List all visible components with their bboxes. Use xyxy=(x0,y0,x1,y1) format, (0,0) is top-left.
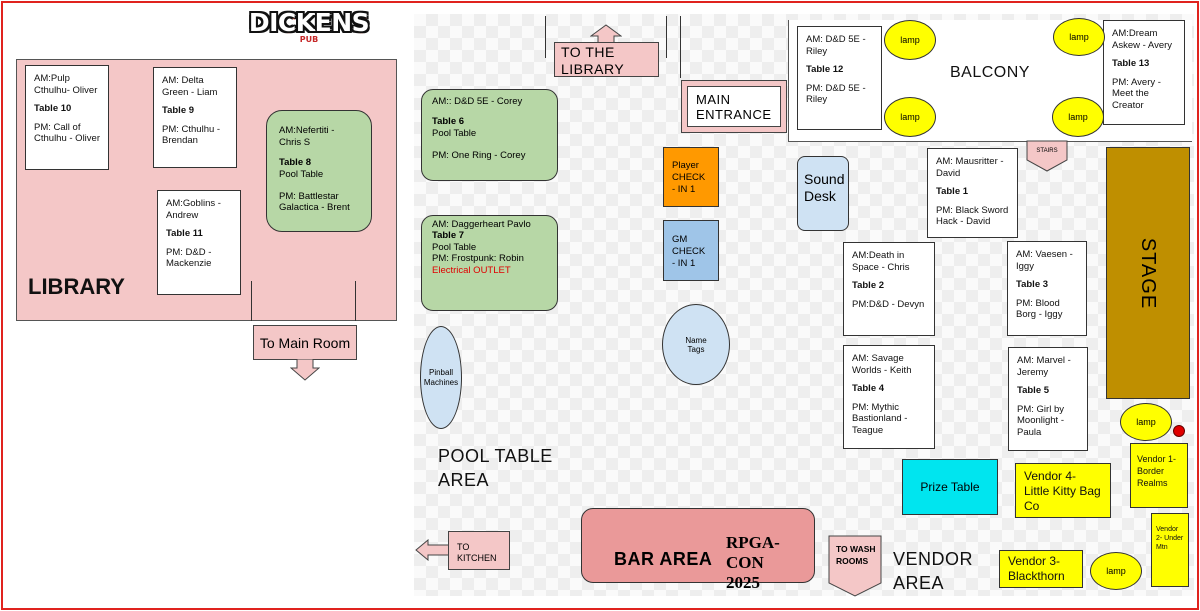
to-washrooms-label: TO WASH ROOMS xyxy=(836,544,876,566)
lamp-balcony-1: lamp xyxy=(884,20,936,60)
vendor-1[interactable]: Vendor 1- Border Realms xyxy=(1130,443,1188,508)
table-8-card[interactable]: AM:Nefertiti - Chris S Table 8 Pool Tabl… xyxy=(266,110,372,232)
red-marker-dot xyxy=(1173,425,1185,437)
washrooms-arrow-icon xyxy=(828,535,882,597)
vendor-3[interactable]: Vendor 3- Blackthorn xyxy=(999,550,1083,588)
table-3-card[interactable]: AM: Vaesen - Iggy Table 3 PM: Blood Borg… xyxy=(1007,241,1087,336)
table-2-card[interactable]: AM:Death in Space - Chris Table 2 PM:D&D… xyxy=(843,242,935,336)
library-door-right xyxy=(355,281,356,321)
table-11-card[interactable]: AM:Goblins - Andrew Table 11 PM: D&D - M… xyxy=(157,190,241,295)
pool-table-area-label: POOL TABLE AREA xyxy=(438,446,553,490)
table-10-card[interactable]: AM:Pulp Cthulhu- Oliver Table 10 PM: Cal… xyxy=(25,65,109,170)
lamp-balcony-3: lamp xyxy=(884,97,936,137)
bar-area: BAR AREA RPGA-CON 2025 xyxy=(581,508,815,592)
pinball-machines: Pinball Machines xyxy=(420,326,462,429)
bar-area-label: BAR AREA xyxy=(614,549,713,569)
table-13-card[interactable]: AM:Dream Askew - Avery Table 13 PM: Aver… xyxy=(1103,20,1185,125)
vendor-2[interactable]: Vendor 2- Under Mtn xyxy=(1151,513,1189,587)
stairs-label: STAIRS xyxy=(1036,148,1058,154)
vendor-1-label: Vendor 1- Border Realms xyxy=(1137,454,1177,488)
table-7-card[interactable]: AM: Daggerheart Pavlo Table 7 Pool Table… xyxy=(421,215,558,311)
electrical-outlet-note: Electrical OUTLET xyxy=(432,264,511,276)
left-arrow-icon xyxy=(415,539,451,561)
gm-checkin-label: GM CHECK - IN 1 xyxy=(672,234,706,269)
gm-checkin[interactable]: GM CHECK - IN 1 xyxy=(663,220,719,281)
to-main-room-sign[interactable]: To Main Room xyxy=(253,325,357,360)
vendor-4-label: Vendor 4- Little Kitty Bag Co xyxy=(1024,469,1101,513)
table-1-card[interactable]: AM: Mausritter - David Table 1 PM: Black… xyxy=(927,148,1018,238)
sound-desk: Sound Desk xyxy=(797,156,849,231)
vendor-4[interactable]: Vendor 4- Little Kitty Bag Co xyxy=(1015,463,1111,518)
stairs-arrow-icon xyxy=(1026,140,1068,172)
to-kitchen-sign[interactable]: TO KITCHEN xyxy=(448,531,510,570)
stage-label: STAGE xyxy=(1137,237,1160,309)
name-tags-label: Name Tags xyxy=(685,335,707,354)
logo-main: DICKENS xyxy=(248,8,370,37)
lamp-balcony-4: lamp xyxy=(1052,97,1104,137)
table-12-card[interactable]: AM: D&D 5E - Riley Table 12 PM: D&D 5E -… xyxy=(797,26,882,130)
to-the-library-label: TO THE LIBRARY xyxy=(561,44,625,77)
balcony-label: BALCONY xyxy=(950,64,1030,81)
library-label: LIBRARY xyxy=(28,274,125,299)
logo-sub: PUB xyxy=(299,35,319,44)
wall-segment xyxy=(545,16,546,58)
lamp-vendor: lamp xyxy=(1090,552,1142,590)
table-5-card[interactable]: AM: Marvel - Jeremy Table 5 PM: Girl by … xyxy=(1008,347,1088,451)
vendor-2-label: Vendor 2- Under Mtn xyxy=(1156,526,1184,551)
wall-segment xyxy=(680,16,681,78)
prize-table: Prize Table xyxy=(902,459,998,515)
up-arrow-icon xyxy=(590,24,622,44)
player-checkin[interactable]: Player CHECK - IN 1 xyxy=(663,147,719,207)
name-tags: Name Tags xyxy=(662,304,730,385)
main-entrance-label: MAIN ENTRANCE xyxy=(696,91,772,122)
prize-table-label: Prize Table xyxy=(920,480,980,494)
vendor-area-label: VENDOR AREA xyxy=(893,549,974,593)
dickens-pub-logo: DICKENS PUB xyxy=(248,8,370,52)
player-checkin-label: Player CHECK - IN 1 xyxy=(672,160,706,195)
pinball-label: Pinball Machines xyxy=(423,367,459,387)
to-kitchen-label: TO KITCHEN xyxy=(457,542,497,563)
table-9-card[interactable]: AM: Delta Green - Liam Table 9 PM: Cthul… xyxy=(153,67,237,168)
stage: STAGE xyxy=(1106,147,1190,399)
table-4-card[interactable]: AM: Savage Worlds - Keith Table 4 PM: My… xyxy=(843,345,935,449)
lamp-stage: lamp xyxy=(1120,403,1172,441)
sound-desk-label: Sound Desk xyxy=(804,171,845,204)
down-arrow-icon xyxy=(290,359,320,381)
library-door-left xyxy=(251,281,252,321)
main-entrance[interactable]: MAIN ENTRANCE xyxy=(681,80,787,133)
event-name: RPGA-CON 2025 xyxy=(726,533,780,592)
vendor-3-label: Vendor 3- Blackthorn xyxy=(1008,554,1065,583)
to-the-library-sign[interactable]: TO THE LIBRARY xyxy=(554,42,659,77)
table-6-card[interactable]: AM:: D&D 5E - Corey Table 6 Pool Table P… xyxy=(421,89,558,181)
to-main-room-label: To Main Room xyxy=(259,334,351,351)
wall-segment xyxy=(666,16,667,58)
lamp-balcony-2: lamp xyxy=(1053,18,1105,56)
